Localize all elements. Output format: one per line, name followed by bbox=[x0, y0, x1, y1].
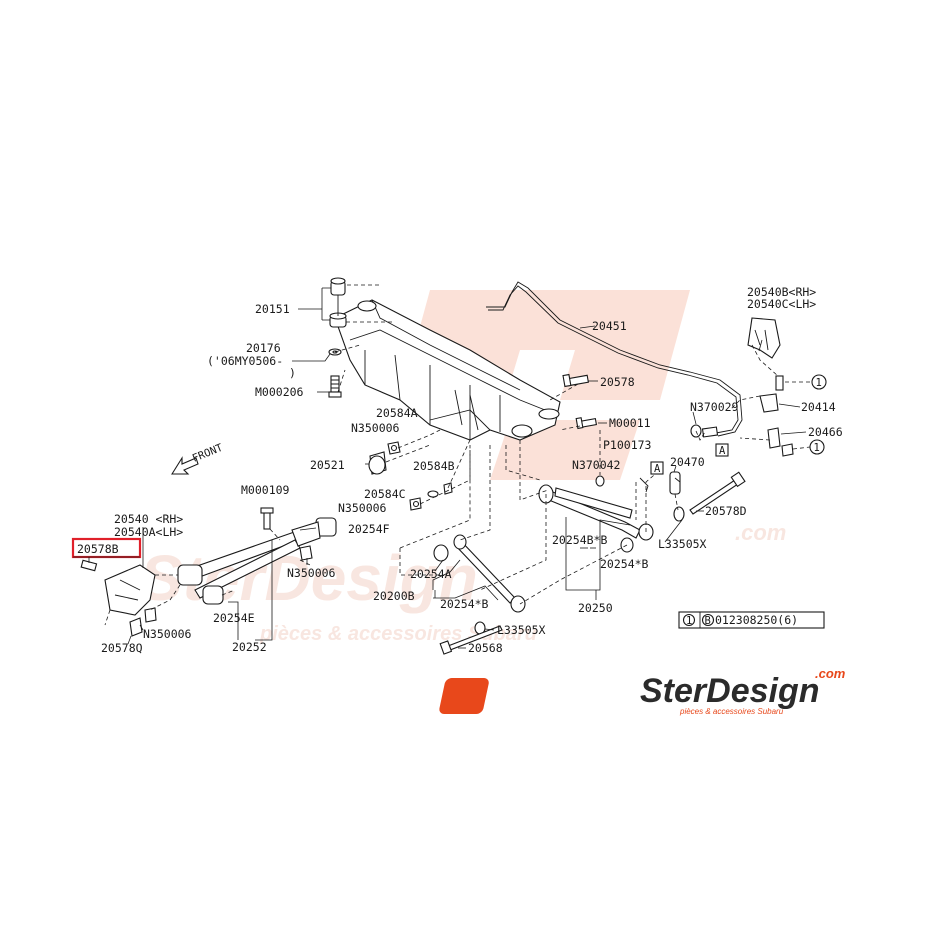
label-m000109[interactable]: M000109 bbox=[241, 483, 290, 497]
watermark-mark bbox=[400, 290, 690, 480]
nut-n370042 bbox=[595, 475, 605, 487]
label-20414[interactable]: 20414 bbox=[801, 400, 836, 414]
front-arrow-icon bbox=[171, 456, 199, 475]
circle-ref-1-a: 1 bbox=[785, 374, 827, 390]
link-20200b bbox=[433, 534, 526, 613]
label-20250[interactable]: 20250 bbox=[578, 601, 613, 615]
legend-code: 012308250(6) bbox=[715, 613, 798, 627]
bolt-20578d bbox=[673, 471, 746, 522]
label-n350006-b[interactable]: N350006 bbox=[338, 501, 387, 515]
watermark-dotcom: .com bbox=[735, 520, 786, 545]
nut-n350006-c bbox=[299, 545, 313, 561]
ref-box-a-2: A bbox=[715, 443, 729, 457]
ref-box-a-1: A bbox=[650, 461, 664, 475]
label-20578b[interactable]: 20578B bbox=[77, 542, 119, 556]
label-20540[interactable]: 20540 <RH> bbox=[114, 512, 183, 526]
label-20521[interactable]: 20521 bbox=[310, 458, 345, 472]
stopper-20521 bbox=[368, 451, 387, 475]
label-20470[interactable]: 20470 bbox=[670, 455, 705, 469]
label-m00011[interactable]: M00011 bbox=[609, 416, 651, 430]
label-20254f[interactable]: 20254F bbox=[348, 522, 390, 536]
logo-mark-text: SD bbox=[595, 686, 626, 711]
label-20151[interactable]: 20151 bbox=[255, 302, 290, 316]
label-m000206[interactable]: M000206 bbox=[255, 385, 304, 399]
label-20254-b[interactable]: 20254*B bbox=[600, 557, 649, 571]
circle-ref-1-b: 1 bbox=[792, 439, 825, 455]
bolt-20578 bbox=[562, 373, 590, 388]
label-n350006-a[interactable]: N350006 bbox=[351, 421, 400, 435]
stabilizer-bar bbox=[486, 281, 743, 438]
label-p100173[interactable]: P100173 bbox=[603, 438, 652, 452]
legend-circle: 1 bbox=[686, 615, 692, 627]
crossmember bbox=[334, 299, 561, 441]
lateral-link-20250 bbox=[538, 484, 654, 553]
logo-brand: SterDesign bbox=[640, 672, 820, 710]
label-20540c[interactable]: 20540C<LH> bbox=[747, 297, 816, 311]
label-n370042[interactable]: N370042 bbox=[572, 458, 620, 472]
legend: 1 B 012308250(6) bbox=[678, 611, 825, 629]
brand-logo: SD SterDesign .com pièces & accessoires … bbox=[439, 666, 846, 716]
bolt-m000109 bbox=[260, 507, 274, 530]
leader-lines bbox=[127, 287, 807, 649]
label-20578q[interactable]: 20578Q bbox=[101, 641, 143, 655]
svg-text:1: 1 bbox=[814, 442, 820, 454]
label-20584b[interactable]: 20584B bbox=[413, 459, 455, 473]
label-20254b-b-a[interactable]: 20254B*B bbox=[552, 533, 607, 547]
label-20540b[interactable]: 20540B<RH> bbox=[747, 285, 816, 299]
label-20254a[interactable]: 20254A bbox=[410, 567, 452, 581]
clip-p100173 bbox=[639, 477, 649, 493]
label-n350006-c[interactable]: N350006 bbox=[287, 566, 336, 580]
svg-text:A: A bbox=[654, 463, 661, 475]
label-20584a[interactable]: 20584A bbox=[376, 406, 418, 420]
logo-dotcom: .com bbox=[815, 666, 846, 681]
nut-n350006-b bbox=[409, 497, 422, 511]
front-indicator: FRONT bbox=[171, 442, 225, 475]
label-20584c[interactable]: 20584C bbox=[364, 487, 406, 501]
mount-bushing-20151 bbox=[329, 277, 347, 328]
label-20466[interactable]: 20466 bbox=[808, 425, 843, 439]
svg-text:A: A bbox=[719, 445, 726, 457]
guide-lines bbox=[104, 284, 779, 626]
label-20252[interactable]: 20252 bbox=[232, 640, 267, 654]
nut-n350006-a bbox=[387, 441, 401, 455]
nut-20584c bbox=[427, 490, 439, 498]
label-20176-note-close: ) bbox=[289, 366, 296, 380]
highlighted-part[interactable]: 20578B bbox=[71, 537, 142, 563]
front-label: FRONT bbox=[191, 442, 225, 465]
label-20200b[interactable]: 20200B bbox=[373, 589, 415, 603]
bolt-m00011 bbox=[575, 417, 598, 430]
nut-20584b bbox=[443, 482, 453, 495]
label-n370029[interactable]: N370029 bbox=[690, 400, 739, 414]
label-20254e[interactable]: 20254E bbox=[213, 611, 255, 625]
trailing-link-20252 bbox=[177, 517, 337, 605]
label-20578[interactable]: 20578 bbox=[600, 375, 635, 389]
label-n350006-d[interactable]: N350006 bbox=[143, 627, 192, 641]
label-20451[interactable]: 20451 bbox=[592, 319, 627, 333]
label-20254-b2[interactable]: 20254*B bbox=[440, 597, 489, 611]
logo-tagline: pièces & accessoires Subaru bbox=[679, 707, 784, 716]
label-l33505x-b[interactable]: L33505X bbox=[497, 623, 546, 637]
bolt-m000206 bbox=[328, 375, 342, 398]
link-20470 bbox=[669, 471, 681, 495]
logo-mark-icon bbox=[439, 678, 489, 714]
label-20540a[interactable]: 20540A<LH> bbox=[114, 525, 183, 539]
label-20176-note: ('06MY0506- bbox=[207, 354, 283, 368]
legend-b: B bbox=[705, 615, 711, 627]
label-20568[interactable]: 20568 bbox=[468, 641, 503, 655]
part-labels: 20151 20176 ('06MY0506- ) M000206 20584A… bbox=[101, 285, 843, 655]
svg-text:1: 1 bbox=[816, 377, 822, 389]
label-l33505x-a[interactable]: L33505X bbox=[658, 537, 707, 551]
label-20176[interactable]: 20176 bbox=[246, 341, 281, 355]
bracket-20540 bbox=[80, 559, 157, 637]
label-20578d[interactable]: 20578D bbox=[705, 504, 747, 518]
bolt-20568 bbox=[439, 625, 503, 655]
